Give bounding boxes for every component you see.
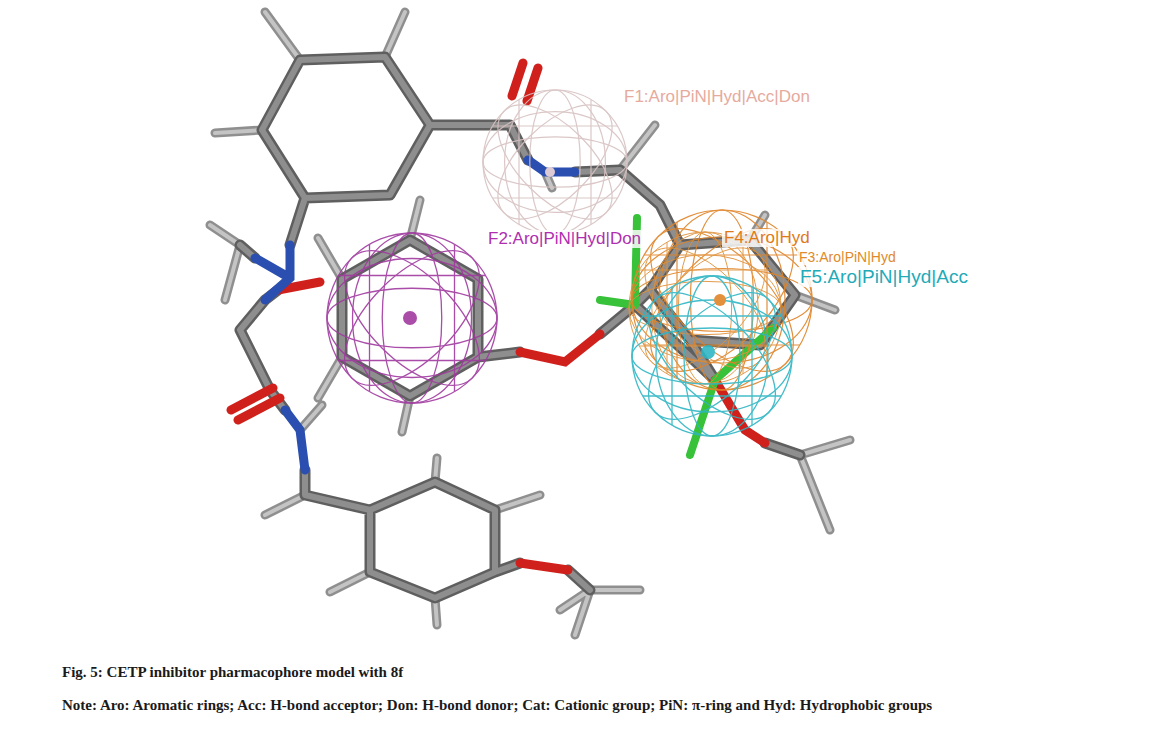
feature-label: F3:Aro|PiN|Hyd <box>797 250 898 265</box>
figure-note: Note: Aro: Aromatic rings; Acc: H-bond a… <box>62 692 1152 718</box>
figure-caption: Fig. 5: CETP inhibitor pharmacophore mod… <box>62 664 403 681</box>
molecule-sticks <box>240 57 800 598</box>
feature-label: F1:Aro|PiN|Hyd|Acc|Don <box>622 88 812 106</box>
molecule-sticks <box>210 12 850 635</box>
sphere-f5 <box>627 271 797 441</box>
feature-label: F2:Aro|PiN|Hyd|Don <box>486 230 643 248</box>
sphere-f1 <box>479 86 632 239</box>
pharmacophore-spheres <box>322 86 818 441</box>
molecule-sticks <box>210 12 850 635</box>
molecule-sticks <box>210 12 850 635</box>
molecule-sticks <box>240 57 800 598</box>
sphere-f2 <box>322 228 502 408</box>
feature-label: F4:Aro|Hyd <box>722 229 812 247</box>
sphere-centre <box>545 167 555 177</box>
nitrogen-bonds <box>255 160 575 470</box>
nitrogen-bonds <box>255 160 575 470</box>
feature-label: F5:Aro|PiN|Hyd|Acc <box>798 267 970 287</box>
sphere-centre <box>403 311 417 325</box>
sphere-centre <box>714 294 726 306</box>
sphere-centre <box>701 345 715 359</box>
